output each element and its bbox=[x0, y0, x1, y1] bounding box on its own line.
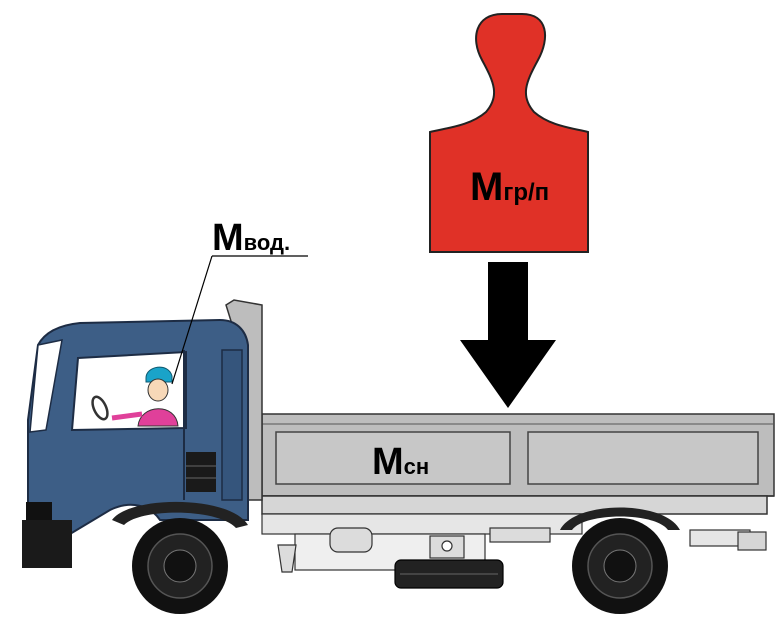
driver-mass-label: Mвод. bbox=[212, 217, 290, 259]
front-wheel bbox=[132, 518, 228, 614]
truck-chassis bbox=[262, 496, 767, 588]
truck-cab bbox=[22, 300, 262, 568]
rear-wheel bbox=[572, 518, 668, 614]
truck-body bbox=[262, 414, 774, 496]
load-arrow bbox=[460, 262, 556, 408]
cargo-weight bbox=[430, 14, 588, 252]
